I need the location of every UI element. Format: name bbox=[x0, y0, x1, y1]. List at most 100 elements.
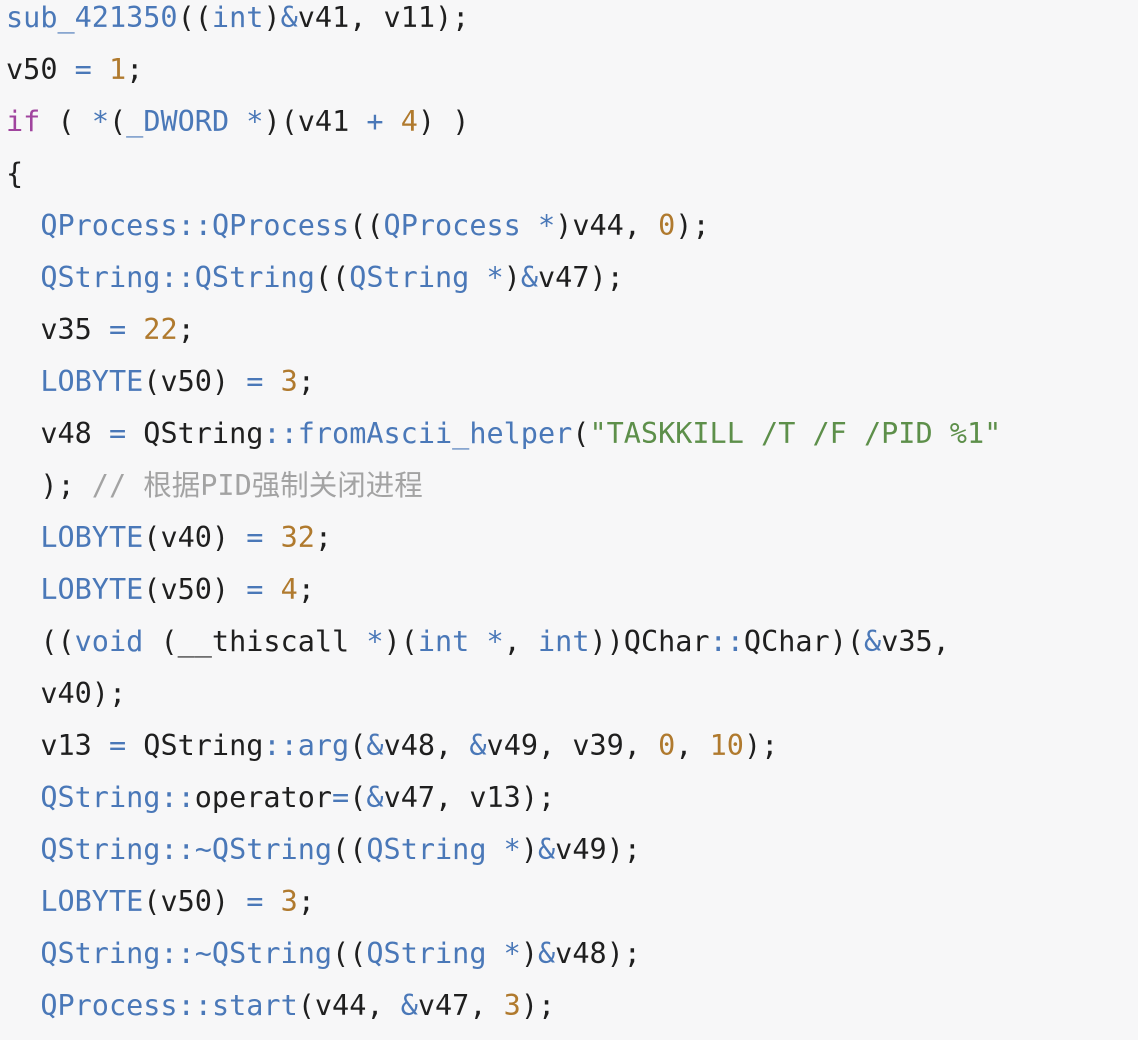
operator: * bbox=[503, 833, 521, 866]
code-token bbox=[6, 521, 40, 554]
operator: :: bbox=[263, 729, 298, 762]
code-token bbox=[6, 781, 40, 814]
number-literal: 0 bbox=[658, 209, 676, 242]
type-name: QString bbox=[366, 937, 487, 970]
code-token bbox=[521, 209, 538, 242]
code-token: v35, bbox=[881, 625, 950, 658]
function-name: LOBYTE bbox=[40, 573, 144, 606]
code-token: v13 bbox=[6, 729, 109, 762]
code-line: LOBYTE(v50) = 3; bbox=[6, 364, 315, 416]
operator: :: bbox=[160, 261, 195, 294]
code-token bbox=[6, 573, 40, 606]
code-token: ( bbox=[40, 105, 92, 138]
code-token bbox=[263, 365, 280, 398]
code-token: ; bbox=[126, 53, 144, 86]
code-token: (__thiscall bbox=[143, 625, 367, 658]
code-token: (( bbox=[332, 833, 367, 866]
code-line: LOBYTE(v50) = 3; bbox=[6, 884, 315, 936]
code-token: ( bbox=[108, 105, 127, 138]
code-token: v47, bbox=[417, 989, 504, 1022]
code-token bbox=[6, 885, 40, 918]
code-token: v40); bbox=[6, 677, 127, 710]
operator: = bbox=[246, 885, 264, 918]
code-line: { bbox=[6, 156, 23, 208]
operator: = bbox=[332, 781, 350, 814]
code-token: ; bbox=[314, 521, 333, 554]
number-literal: 3 bbox=[503, 989, 521, 1022]
code-comment: // 根据PID强制关闭进程 bbox=[91, 469, 423, 502]
code-token: v41, v11); bbox=[297, 1, 470, 34]
code-token: (( bbox=[314, 261, 350, 294]
code-token: ); bbox=[520, 989, 556, 1022]
code-token: (v50) bbox=[143, 885, 247, 918]
code-token bbox=[263, 521, 280, 554]
code-line: QProcess::start(v44, &v47, 3); bbox=[6, 988, 555, 1040]
keyword: if bbox=[6, 105, 41, 138]
code-line: v48 = QString::fromAscii_helper("TASKKIL… bbox=[6, 416, 1001, 468]
type-name: void bbox=[74, 625, 144, 658]
function-name: ~QString bbox=[194, 833, 333, 866]
code-token: operator bbox=[194, 781, 333, 814]
operator: :: bbox=[709, 625, 744, 658]
code-token: )(v41 bbox=[263, 105, 367, 138]
type-name: int bbox=[538, 625, 590, 658]
code-token: ) ) bbox=[417, 105, 470, 138]
number-literal: 10 bbox=[709, 729, 744, 762]
code-line: QString::~QString((QString *)&v49); bbox=[6, 832, 641, 884]
code-token bbox=[6, 365, 40, 398]
code-token: { bbox=[6, 157, 24, 190]
function-name: QProcess bbox=[211, 209, 350, 242]
operator: * bbox=[503, 937, 521, 970]
operator: :: bbox=[160, 833, 195, 866]
type-name: QString bbox=[40, 781, 161, 814]
code-token: (( bbox=[6, 625, 75, 658]
type-name: int bbox=[417, 625, 470, 658]
code-token: )( bbox=[383, 625, 418, 658]
code-token: v49, v39, bbox=[486, 729, 659, 762]
code-token: ); bbox=[675, 209, 710, 242]
code-token bbox=[229, 105, 246, 138]
code-token bbox=[263, 885, 280, 918]
function-name: LOBYTE bbox=[40, 521, 144, 554]
operator: & bbox=[469, 729, 487, 762]
type-name: QProcess bbox=[40, 209, 178, 242]
function-name: LOBYTE bbox=[40, 365, 144, 398]
code-line: QString::operator=(&v47, v13); bbox=[6, 780, 555, 832]
operator: :: bbox=[177, 989, 212, 1022]
number-literal: 4 bbox=[400, 105, 418, 138]
code-line: QString::~QString((QString *)&v48); bbox=[6, 936, 641, 988]
code-token: v48); bbox=[555, 937, 641, 970]
code-token bbox=[6, 209, 40, 242]
type-name: QString bbox=[40, 833, 161, 866]
code-token: , bbox=[503, 625, 538, 658]
code-token: (v40) bbox=[143, 521, 247, 554]
code-token: v50 bbox=[6, 53, 75, 86]
function-name: arg bbox=[297, 729, 350, 762]
operator: = bbox=[108, 417, 127, 450]
operator: * bbox=[486, 261, 504, 294]
type-name: QString bbox=[40, 937, 161, 970]
code-token: QString bbox=[126, 417, 264, 450]
function-name: start bbox=[211, 989, 298, 1022]
operator: + bbox=[366, 105, 384, 138]
code-token: )v44, bbox=[555, 209, 659, 242]
code-line: LOBYTE(v40) = 32; bbox=[6, 520, 332, 572]
type-name: QString bbox=[40, 261, 161, 294]
code-token bbox=[384, 105, 401, 138]
code-line: sub_421350((int)&v41, v11); bbox=[6, 0, 469, 52]
code-line: ((void (__thiscall *)(int *, int))QChar:… bbox=[6, 624, 950, 676]
code-line: QProcess::QProcess((QProcess *)v44, 0); bbox=[6, 208, 710, 260]
operator: = bbox=[246, 365, 264, 398]
code-token: ; bbox=[177, 313, 195, 346]
code-token: v48, bbox=[383, 729, 470, 762]
code-token: v49); bbox=[555, 833, 641, 866]
number-literal: 0 bbox=[658, 729, 676, 762]
code-token bbox=[92, 53, 109, 86]
code-token bbox=[6, 261, 40, 294]
function-name: ~QString bbox=[194, 937, 333, 970]
operator: & bbox=[520, 261, 538, 294]
operator: = bbox=[74, 53, 92, 86]
code-token: v35 bbox=[6, 313, 109, 346]
number-literal: 22 bbox=[143, 313, 178, 346]
